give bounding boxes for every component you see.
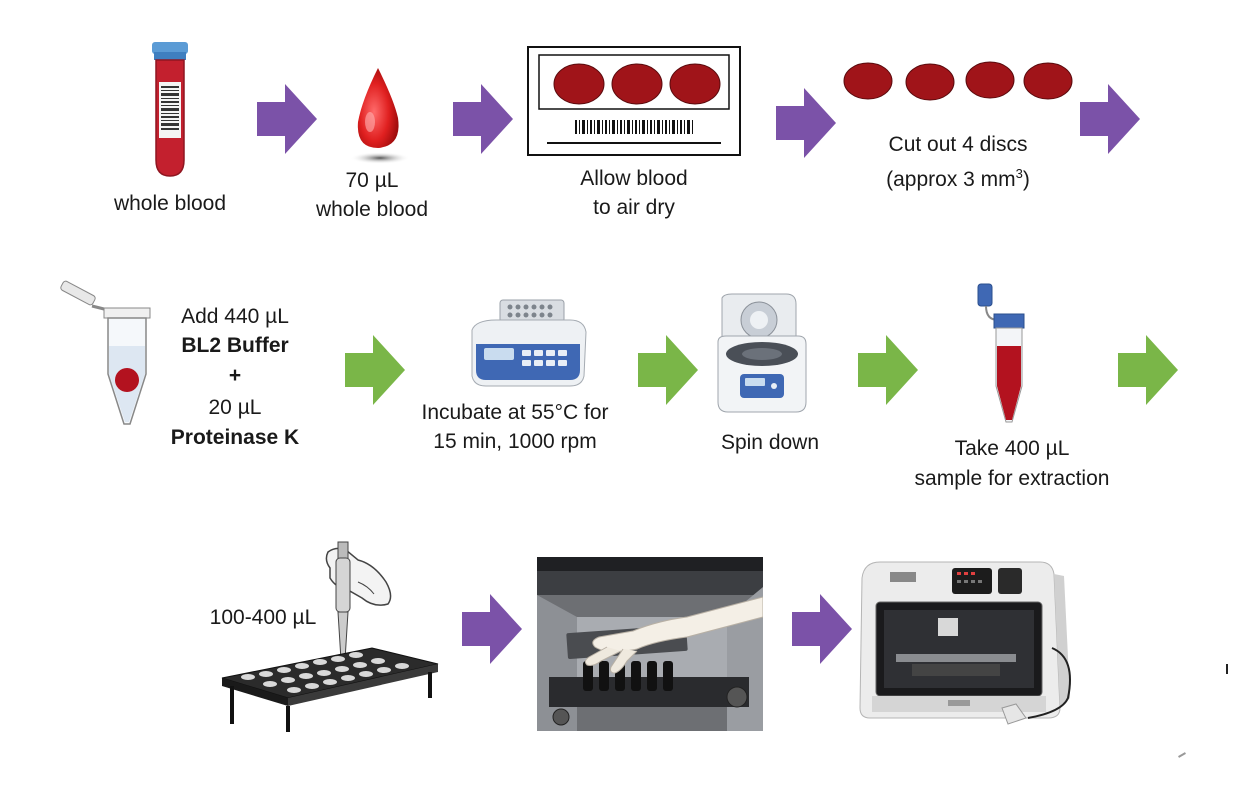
step-volume-label: 100-400 µL xyxy=(209,606,317,629)
arrow-right-icon xyxy=(858,335,918,405)
blood-discs-icon xyxy=(842,60,1074,102)
step-spin-down-label: Spin down xyxy=(720,431,820,454)
margin-mark xyxy=(1226,664,1228,674)
step-cut-discs-line2: (approx 3 mm3) xyxy=(886,166,1030,191)
margin-mark xyxy=(1178,752,1186,758)
arrow-right-icon xyxy=(345,335,405,405)
blood-drop-icon xyxy=(348,66,410,166)
pipette-rack-icon xyxy=(218,538,448,734)
microcentrifuge-tube-icon xyxy=(56,280,156,428)
step-air-dry-line1: Allow blood xyxy=(580,167,688,190)
arrow-right-icon xyxy=(792,594,852,664)
step-add-buffer-line5: Proteinase K xyxy=(170,426,300,449)
thermomixer-icon xyxy=(466,298,590,390)
extraction-instrument-icon xyxy=(856,558,1090,738)
blood-spot-card-icon xyxy=(527,46,741,156)
step-take-sample-line2: sample for extraction xyxy=(914,467,1110,490)
blood-tube-icon xyxy=(148,40,192,180)
step-add-buffer-line4: 20 µL xyxy=(208,396,262,419)
arrow-right-icon xyxy=(638,335,698,405)
centrifuge-icon xyxy=(712,292,812,416)
step-air-dry-line2: to air dry xyxy=(593,196,675,219)
step-cut-discs-line1: Cut out 4 discs xyxy=(888,133,1028,156)
arrow-right-icon xyxy=(1118,335,1178,405)
step-70ul-line2: whole blood xyxy=(315,198,429,221)
arrow-right-icon xyxy=(1080,84,1140,154)
step-incubate-line1: Incubate at 55°C for xyxy=(421,401,609,424)
step-70ul-line1: 70 µL xyxy=(345,169,399,192)
step-incubate-line2: 15 min, 1000 rpm xyxy=(433,430,597,453)
step-add-buffer-line3: + xyxy=(228,364,242,387)
arrow-right-icon xyxy=(462,594,522,664)
step-take-sample-line1: Take 400 µL xyxy=(954,437,1070,460)
instrument-loading-photo xyxy=(537,557,763,731)
step-add-buffer-line2: BL2 Buffer xyxy=(181,334,289,357)
arrow-right-icon xyxy=(453,84,513,154)
step-whole-blood-label: whole blood xyxy=(113,192,227,215)
arrow-right-icon xyxy=(776,88,836,158)
step-add-buffer-line1: Add 440 µL xyxy=(181,305,289,328)
arrow-right-icon xyxy=(257,84,317,154)
sample-tube-icon xyxy=(974,280,1030,426)
